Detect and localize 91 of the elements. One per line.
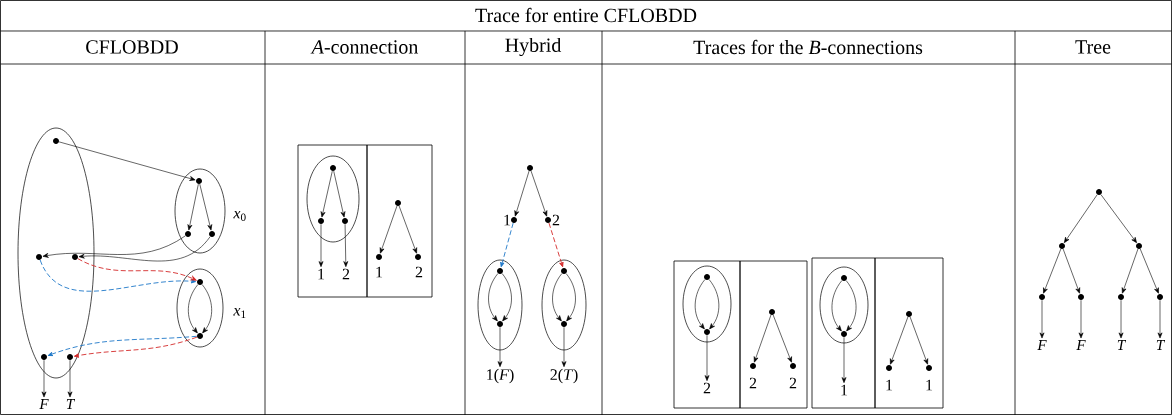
arrow xyxy=(831,280,843,332)
arrow xyxy=(199,183,213,231)
arrow xyxy=(845,280,857,332)
ellipse xyxy=(174,168,226,254)
arrow xyxy=(708,279,720,330)
ellipse xyxy=(477,259,523,351)
arrow xyxy=(488,273,499,322)
terminal-label: T xyxy=(66,399,76,409)
node-label: x$_{1}$ xyxy=(233,308,246,318)
ellipse xyxy=(176,268,224,348)
arrow xyxy=(1100,194,1137,244)
header-label: Traces for the B-connections xyxy=(693,39,923,55)
panel-box xyxy=(366,144,433,298)
arrow xyxy=(333,170,346,218)
arrow xyxy=(501,273,512,322)
arrow xyxy=(530,170,548,217)
ellipse xyxy=(306,155,360,243)
header-label: Hybrid xyxy=(505,37,562,57)
panel-box xyxy=(739,260,808,409)
arrow xyxy=(1062,248,1080,294)
arrow xyxy=(398,205,418,254)
ellipse xyxy=(17,127,95,379)
node-label: x$_{0}$ xyxy=(233,211,246,221)
arrow xyxy=(1121,248,1139,294)
terminal-label: 2 xyxy=(703,382,711,394)
terminal-label: 1(F) xyxy=(487,368,514,384)
arrow xyxy=(514,170,530,217)
arrow xyxy=(753,314,772,363)
header-label: Trace for entire CFLOBDD xyxy=(475,7,697,23)
arrow xyxy=(42,235,186,258)
node-label: 1 xyxy=(376,266,383,278)
dashed-arrow xyxy=(548,222,564,268)
terminal-label: 2 xyxy=(342,268,350,280)
node-label: 2 xyxy=(415,266,423,278)
arrow xyxy=(841,336,847,383)
terminal-label: 1 xyxy=(841,384,848,396)
arrow xyxy=(1078,299,1084,339)
arrow xyxy=(41,359,47,398)
arrow xyxy=(58,141,196,181)
node-label: 2 xyxy=(552,214,560,226)
arrow xyxy=(561,326,567,368)
arrow xyxy=(1039,299,1045,339)
node-label: 2 xyxy=(789,377,797,389)
terminal-label: T xyxy=(1156,340,1166,350)
header-label: CFLOBDD xyxy=(86,40,178,54)
dashed-arrow xyxy=(77,258,197,281)
node-label: 1 xyxy=(886,379,893,391)
arrow xyxy=(1064,194,1098,243)
arrow xyxy=(1043,248,1062,294)
dashed-arrow xyxy=(39,259,197,292)
arrow xyxy=(497,326,503,368)
dashed-arrow xyxy=(47,335,198,357)
dashed-arrow xyxy=(73,336,198,358)
arrow xyxy=(1139,248,1159,294)
node-label: 1 xyxy=(504,214,511,226)
arrow xyxy=(772,314,792,363)
arrow xyxy=(188,284,199,334)
node-label: 1 xyxy=(926,379,933,391)
header-label: A-connection xyxy=(310,40,419,54)
ellipse xyxy=(682,265,732,343)
arrow xyxy=(890,316,909,365)
arrow xyxy=(78,236,211,262)
dashed-arrow xyxy=(500,222,514,268)
arrow xyxy=(552,273,563,322)
arrow xyxy=(187,183,199,231)
terminal-label: F xyxy=(39,399,49,409)
arrow xyxy=(704,334,710,381)
arrow xyxy=(565,273,576,322)
arrow xyxy=(343,223,349,267)
terminal-label: F xyxy=(1076,340,1086,350)
terminal-label: 1 xyxy=(318,268,325,280)
arrow xyxy=(379,205,398,254)
node-label: 2 xyxy=(749,377,757,389)
panel-box xyxy=(673,260,741,409)
terminal-label: 2(T) xyxy=(550,368,578,384)
terminal-label: F xyxy=(1037,340,1047,350)
arrow xyxy=(909,316,929,365)
ellipse xyxy=(541,259,587,351)
header-label: Tree xyxy=(1075,40,1111,54)
panel-box xyxy=(811,257,876,409)
arrow xyxy=(1118,299,1124,339)
arrow xyxy=(201,284,212,334)
arrow xyxy=(67,359,73,398)
panel-box xyxy=(874,257,944,409)
panel-box xyxy=(297,144,368,298)
terminal-label: T xyxy=(1117,340,1127,350)
ellipse xyxy=(819,266,869,344)
arrow xyxy=(318,223,324,267)
arrow xyxy=(320,170,333,218)
arrow xyxy=(1157,299,1163,339)
arrow xyxy=(694,279,706,330)
